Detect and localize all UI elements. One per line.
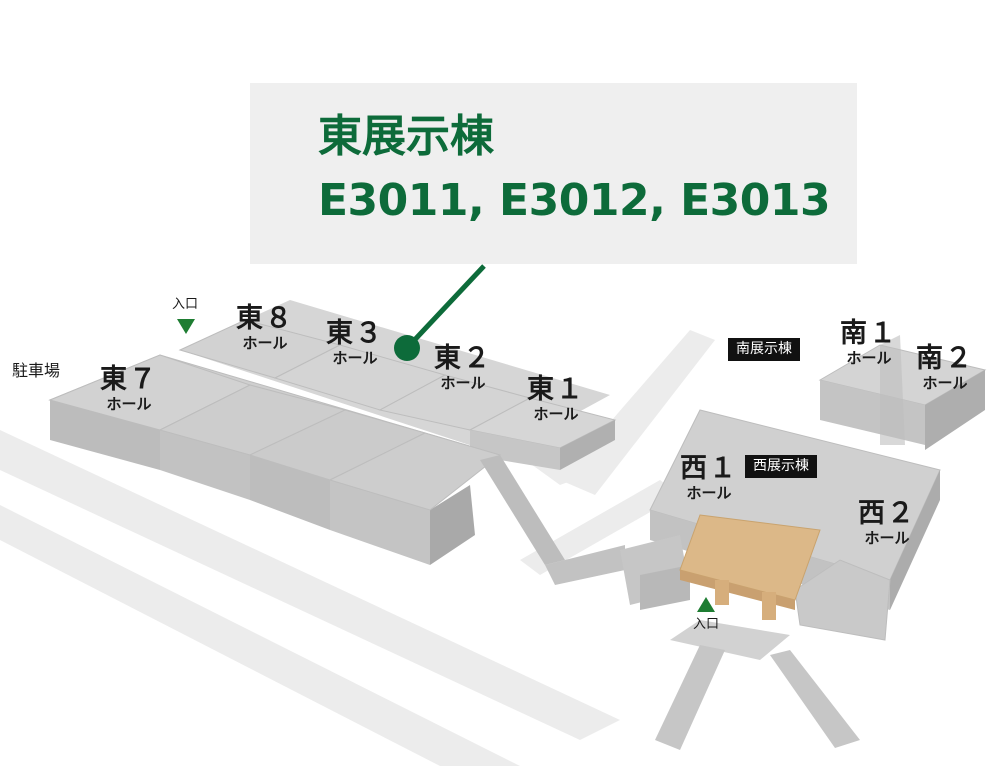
tag-south-building: 南展示棟 — [728, 338, 800, 362]
entrance-marker-east-icon — [177, 319, 195, 334]
hall-name: 東２ — [434, 343, 492, 374]
hall-name: 西２ — [858, 498, 916, 529]
hall-name: 東７ — [100, 364, 158, 395]
hall-label-west-1[interactable]: 西１ ホール — [680, 455, 738, 501]
callout-title: 東展示棟 — [318, 111, 494, 162]
hall-label-south-1[interactable]: 南１ ホール — [840, 320, 898, 366]
hall-sub: ホール — [242, 334, 288, 352]
callout-pointer-line — [405, 264, 486, 350]
south-walkway — [655, 620, 860, 750]
hall-sub: ホール — [846, 349, 892, 367]
hall-sub: ホール — [686, 484, 732, 502]
hall-name: 南２ — [916, 343, 974, 374]
west-building — [620, 409, 941, 641]
hall-sub: ホール — [332, 349, 378, 367]
parking-label: 駐車場 — [12, 361, 61, 380]
hall-name: 東３ — [326, 318, 384, 349]
hall-label-east-2[interactable]: 東２ ホール — [434, 345, 492, 391]
hall-sub: ホール — [922, 374, 968, 392]
hall-sub: ホール — [533, 405, 579, 423]
hall-name: 南１ — [840, 318, 898, 349]
location-marker[interactable] — [394, 335, 420, 361]
tag-west-building: 西展示棟 — [745, 455, 817, 479]
hall-sub: ホール — [864, 529, 910, 547]
callout-box: 東展示棟 E3011, E3012, E3013 — [250, 83, 857, 264]
south-building — [818, 335, 987, 450]
entrance-label-west: 入口 — [693, 617, 720, 632]
hall-label-east-1[interactable]: 東１ ホール — [527, 376, 585, 422]
east-building-complex — [48, 300, 625, 585]
hall-label-east-8[interactable]: 東８ ホール — [236, 305, 294, 351]
hall-label-west-2[interactable]: 西２ ホール — [858, 500, 916, 546]
entrance-label-east: 入口 — [172, 297, 199, 312]
hall-sub: ホール — [106, 395, 152, 413]
hall-label-east-7[interactable]: 東７ ホール — [100, 366, 158, 412]
hall-name: 東８ — [236, 303, 294, 334]
hall-label-east-3[interactable]: 東３ ホール — [326, 320, 384, 366]
hall-sub: ホール — [440, 374, 486, 392]
callout-booth-numbers: E3011, E3012, E3013 — [318, 175, 831, 226]
hall-name: 西１ — [680, 453, 738, 484]
entrance-marker-west-icon — [697, 597, 715, 612]
hall-name: 東１ — [527, 374, 585, 405]
hall-label-south-2[interactable]: 南２ ホール — [916, 345, 974, 391]
